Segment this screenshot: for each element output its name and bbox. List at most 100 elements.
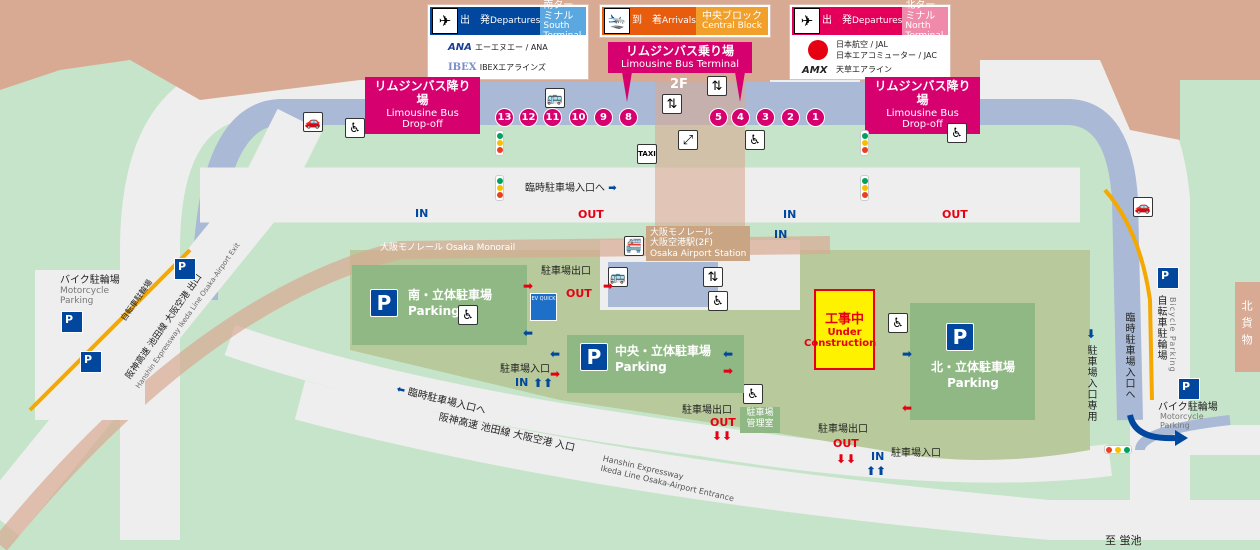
wheelchair-icon: ♿ (345, 118, 365, 138)
term-ja: 南ターミナル (543, 0, 574, 23)
bicycle-parking-icon: P (174, 258, 196, 280)
turn-arrow-head (1175, 430, 1188, 446)
road-bottom (294, 380, 1260, 540)
bicycle-parking-ja: 自転車駐輪場 (1155, 295, 1166, 361)
car-icon: 🚗 (303, 112, 323, 132)
road-lower (224, 324, 1112, 483)
construction-en: Under (827, 327, 862, 339)
entrance-only-label: 駐車場入口専用 (1085, 345, 1096, 422)
entrance-label: 駐車場入口 (500, 364, 550, 375)
in-label: IN (415, 207, 429, 220)
terminal-en: Limousine Bus Terminal (620, 58, 740, 70)
term-en: South Terminal (543, 21, 582, 41)
taxi-icon: TAXI (637, 144, 657, 164)
departure-plane-icon: ✈ (432, 8, 458, 34)
monorail-track (0, 236, 831, 550)
bus-stop-3: 3 (756, 108, 775, 127)
en2: Parking (60, 295, 94, 306)
arrow-right-icon: ➡ (608, 183, 617, 194)
management-office: 駐車場管理室 (740, 407, 780, 433)
bus-stop-2: 2 (781, 108, 800, 127)
parking-icon: P (580, 343, 608, 371)
out-label: OUT (566, 287, 592, 300)
bus-stop-13: 13 (495, 108, 514, 127)
in-label: IN (515, 376, 529, 389)
wheelchair-icon: ♿ (888, 313, 908, 333)
bus-icon: 🚌 (608, 267, 628, 287)
parking-name: 北・立体駐車場 (930, 360, 1015, 374)
station-label: 大阪モノレール 大阪空港駅(2F) Osaka Airport Station (646, 226, 751, 262)
arrow-left-icon: ⬅ (550, 347, 561, 361)
parking-name: 南・立体駐車場 (408, 288, 493, 302)
ibex-logo: IBEX (448, 62, 477, 73)
ev-charging-sign: EV QUICK (530, 293, 557, 321)
motorcycle-parking-icon: P (1178, 378, 1200, 400)
bus-icon: 🚌 (545, 88, 565, 108)
arrow-right-icon: ➡ (603, 279, 614, 293)
escalator-icon: ⤢ (678, 130, 698, 150)
under-construction-sign: 工事中 Under Construction (804, 289, 876, 370)
exit-label: 駐車場出口 (818, 424, 868, 435)
airline-name: エーエヌエー / ANA (475, 43, 548, 52)
elevator-icon: ⇅ (703, 267, 723, 287)
arrival-plane-icon: 🛬 (604, 8, 630, 34)
pointer (622, 72, 632, 102)
monorail-label: 大阪モノレール Osaka Monorail (380, 243, 516, 253)
traffic-light (860, 130, 869, 156)
arr-ja: 到 着 (632, 15, 662, 27)
motorcycle-area (35, 270, 145, 420)
arrow-down-icon: ⬇⬇ (712, 429, 733, 443)
block-ja: 中央ブロック (701, 10, 762, 22)
dep-ja: 出 発 (460, 15, 490, 27)
term-ja: 北ターミナル (905, 0, 936, 23)
out-label: OUT (578, 208, 604, 221)
station-ja: 大阪空港駅(2F) (650, 238, 713, 249)
traffic-light (495, 130, 504, 156)
arrow-left-icon: ⬅ (902, 401, 913, 415)
dropoff-en: Drop-off (902, 119, 943, 131)
out-label: OUT (942, 208, 968, 221)
traffic-light (860, 175, 869, 201)
wheelchair-icon: ♿ (743, 384, 763, 404)
floor-label: 2F (670, 77, 688, 92)
out-label: OUT (833, 437, 859, 450)
dropoff-ja: リムジンバス降り場 (874, 79, 971, 107)
dep-en: Departures (490, 16, 541, 27)
airline-name: 日本航空 / JAL (836, 40, 888, 49)
dep-ja: 出 発 (822, 15, 852, 27)
parking-en: Parking (947, 376, 999, 391)
station-en: Osaka Airport Station (650, 248, 747, 259)
turn-arrow (1127, 414, 1176, 442)
temp-parking-entrance-label: 臨時駐車場入口へ ➡ (525, 183, 617, 194)
bus-stop-11: 11 (543, 108, 562, 127)
arrow-up-icon: ⬆⬆ (866, 464, 887, 478)
dropoff-ja: リムジンバス降り場 (374, 79, 471, 107)
in-label: IN (783, 208, 797, 221)
wheelchair-icon: ♿ (745, 130, 765, 150)
bicycle-parking-icon: P (1157, 267, 1179, 289)
airline-name: 日本エアコミューター / JAC (836, 51, 937, 60)
bus-stop-1: 1 (806, 108, 825, 127)
en2: Parking (1160, 420, 1190, 430)
parking-en: Parking (615, 360, 667, 375)
bicycle-parking-icon: P (80, 351, 102, 373)
bus-stop-9: 9 (594, 108, 613, 127)
out-label: OUT (710, 416, 736, 429)
arrow-left-icon: ⬅ (723, 347, 734, 361)
elevator-icon: ⇅ (707, 76, 727, 96)
dep-en: Departures (852, 16, 903, 27)
bus-stop-5: 5 (709, 108, 728, 127)
parking-name: 中央・立体駐車場 (615, 344, 712, 358)
pointer (735, 72, 745, 102)
dropoff-en: Limousine Bus (886, 107, 959, 119)
wheelchair-icon: ♿ (947, 123, 967, 143)
moto-parking-ja: バイク駐輪場 (60, 275, 120, 286)
elevator-icon: ⇅ (662, 94, 682, 114)
bus-stop-4: 4 (731, 108, 750, 127)
bicycle-lane-right (1103, 188, 1154, 401)
